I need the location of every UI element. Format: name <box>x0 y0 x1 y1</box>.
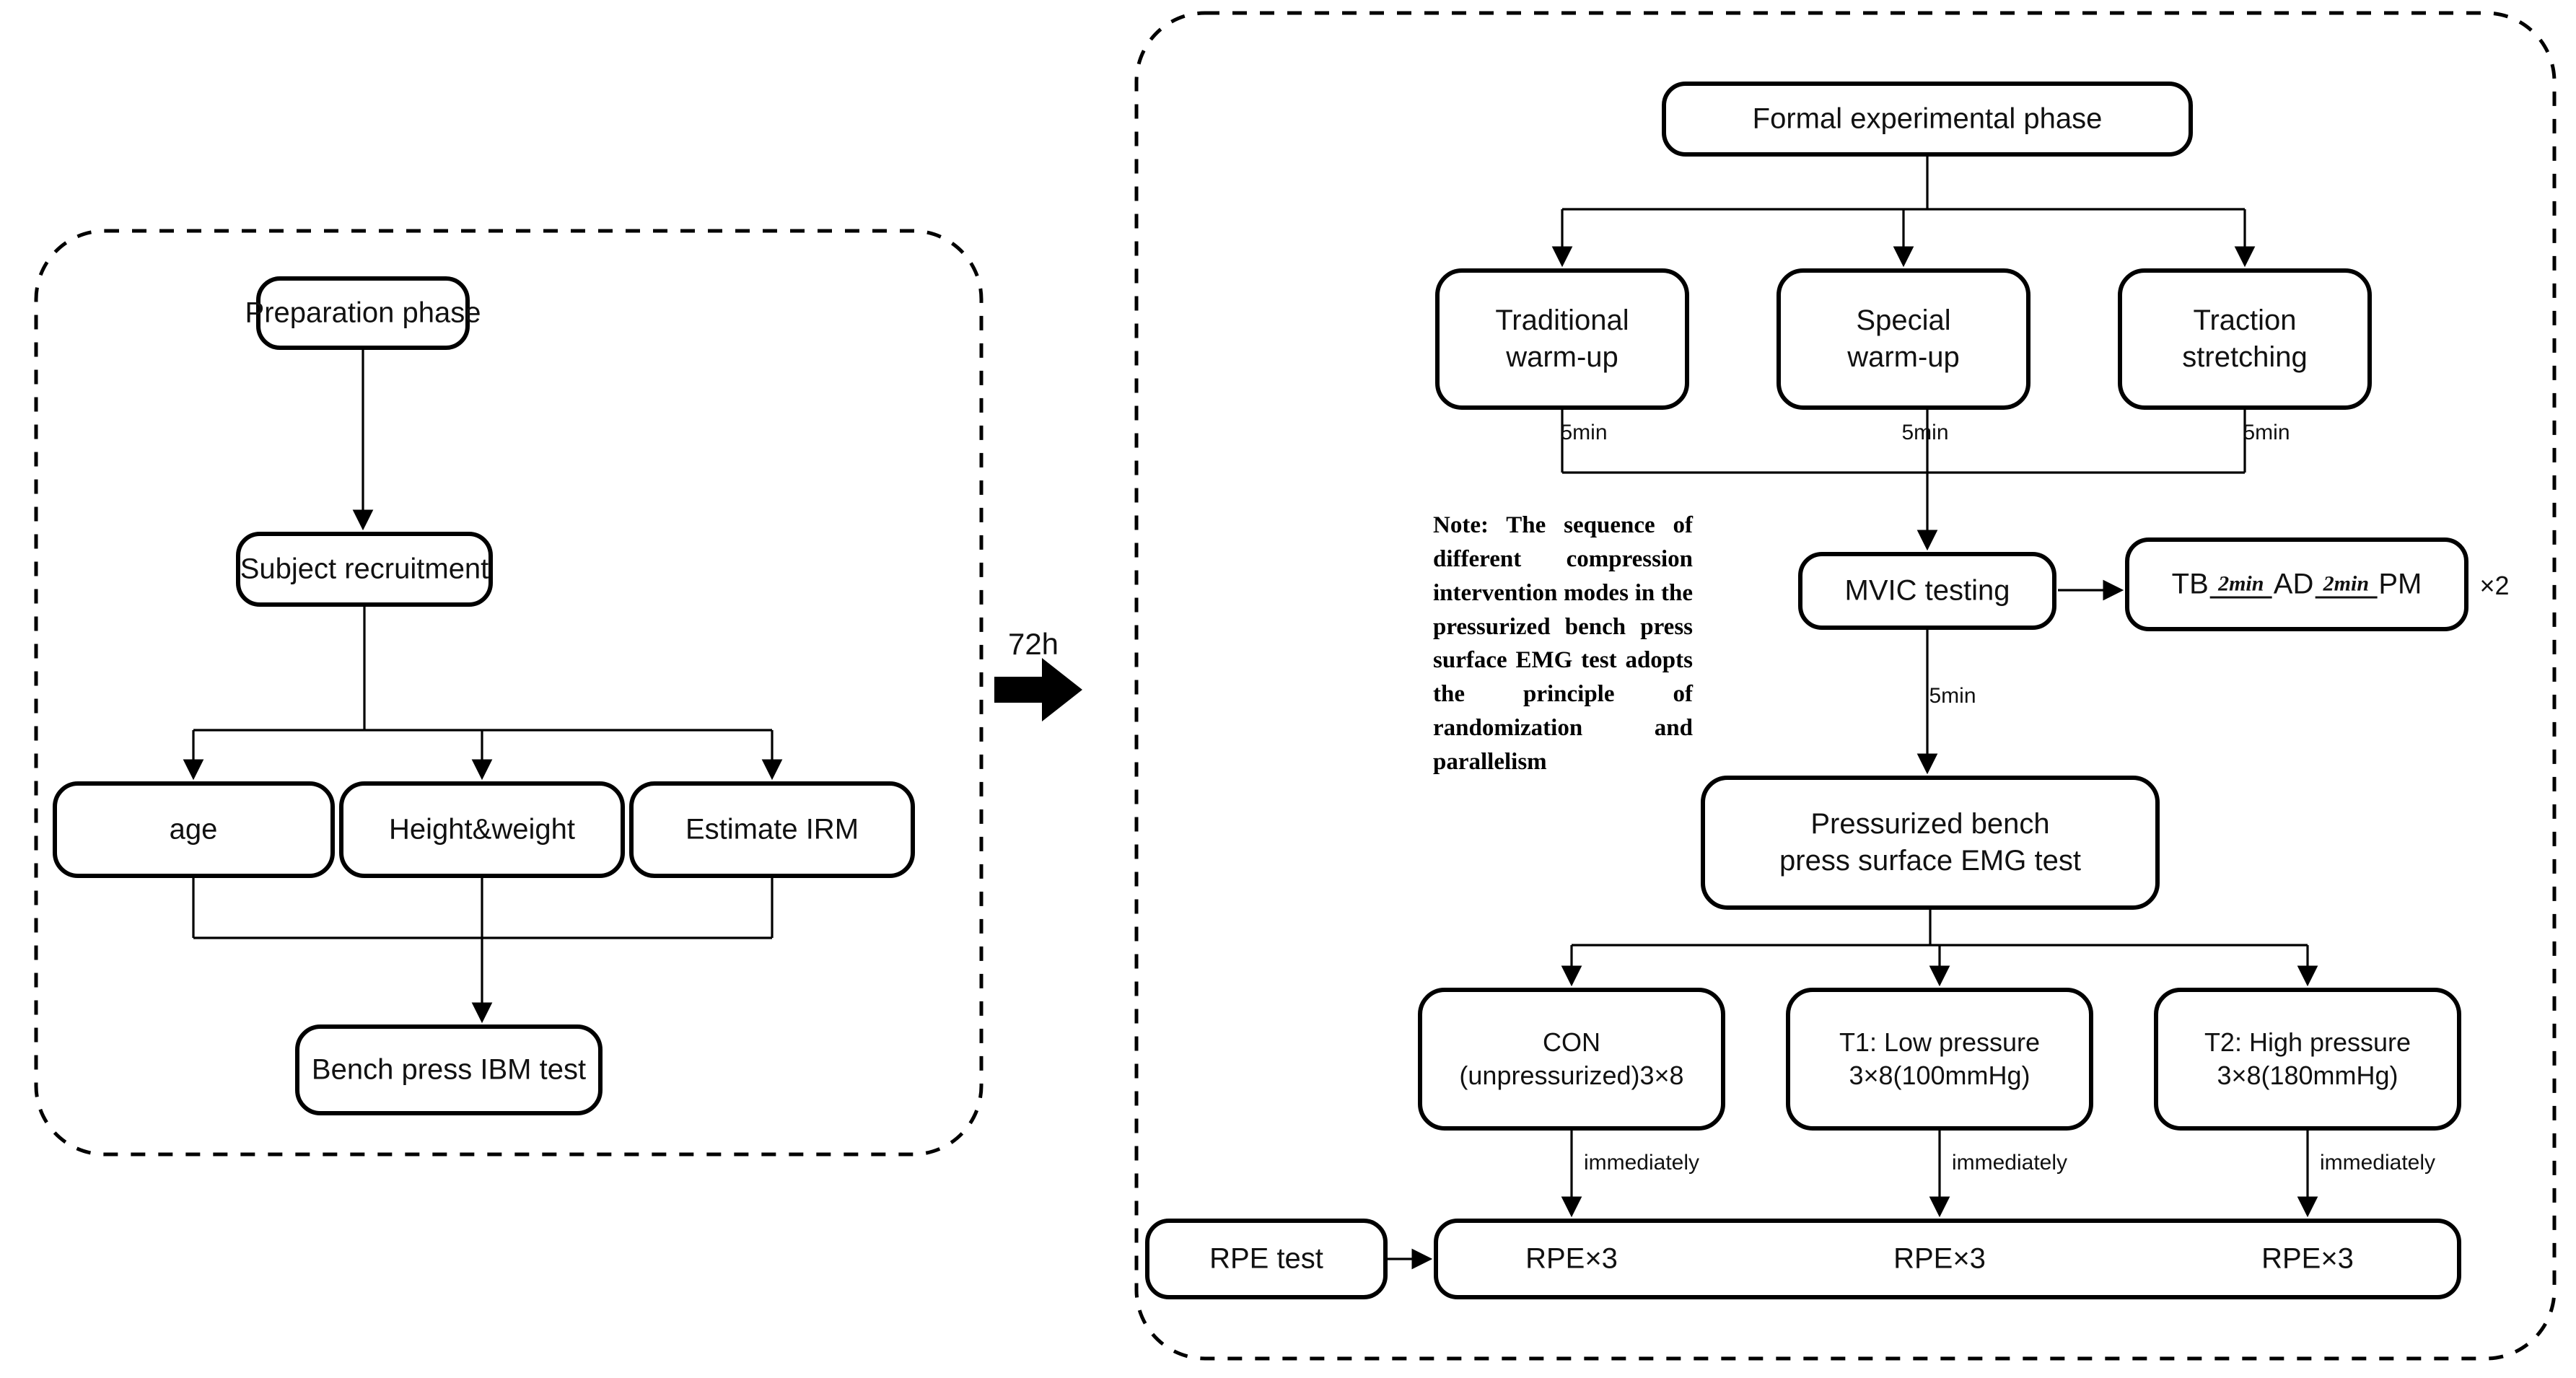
formula-rest-2-bar <box>2315 596 2378 599</box>
label-bench-press-test: Bench press IBM test <box>311 1053 587 1086</box>
label-preparation-phase: Preparation phase <box>245 297 481 329</box>
label-height-weight: Height&weight <box>389 813 575 846</box>
label-mvic-to-emg-time: 5min <box>1929 683 1976 708</box>
formula-rest-2: 2min <box>2315 571 2378 599</box>
label-subject-recruitment: Subject recruitment <box>240 553 489 585</box>
label-estimate-irm: Estimate IRM <box>685 813 859 846</box>
label-rpe-t2: RPE×3 <box>2261 1242 2354 1275</box>
transition-block-arrow <box>994 658 1082 721</box>
label-rpe-test: RPE test <box>1209 1242 1323 1275</box>
formula-muscle-tb: TB <box>2171 568 2209 600</box>
label-formal-phase: Formal experimental phase <box>1752 102 2103 135</box>
node-rpe-row <box>1434 1219 2461 1299</box>
node-special-warmup <box>1777 268 2030 410</box>
label-warmup-traction-time: 5min <box>2243 420 2290 444</box>
label-warmup-traditional-time: 5min <box>1560 420 1608 444</box>
label-72h: 72h <box>1007 627 1059 662</box>
label-t2: T2: High pressure 3×8(180mmHg) <box>2204 1027 2411 1090</box>
label-rpe-t1: RPE×3 <box>1893 1242 1986 1275</box>
label-age: age <box>169 813 218 846</box>
label-emg-test: Pressurized bench press surface EMG test <box>1779 807 2081 877</box>
formula-rest-1-value: 2min <box>2218 571 2264 596</box>
label-warmup-special-time: 5min <box>1901 420 1949 444</box>
formula-rest-1-bar <box>2209 596 2272 599</box>
formula-rest-1: 2min <box>2209 571 2272 599</box>
label-con-immediately: immediately <box>1583 1150 1700 1175</box>
label-con: CON (unpressurized)3×8 <box>1459 1027 1684 1090</box>
right-panel-border <box>1134 11 2557 1361</box>
formula-multiplier: ×2 <box>2479 571 2510 600</box>
node-bench-press-test <box>295 1024 603 1115</box>
label-t1-immediately: immediately <box>1951 1150 2068 1175</box>
node-formula <box>2125 537 2468 631</box>
formula-expression: TB 2min AD 2min PM <box>2172 569 2422 601</box>
left-panel-border <box>34 229 983 1157</box>
label-mvic-testing: MVIC testing <box>1844 574 2010 607</box>
formula-muscle-ad: AD <box>2273 568 2314 600</box>
label-traditional-warmup: Traditional warm-up <box>1495 304 1629 373</box>
label-special-warmup: Special warm-up <box>1847 304 1960 373</box>
label-t2-immediately: immediately <box>2319 1150 2436 1175</box>
label-rpe-con: RPE×3 <box>1525 1242 1618 1275</box>
label-traction-stretching: Traction stretching <box>2182 304 2308 373</box>
formula-rest-2-value: 2min <box>2323 571 2370 596</box>
randomization-note: Note: The sequence of different compress… <box>1433 512 1693 776</box>
label-t1: T1: Low pressure 3×8(100mmHg) <box>1839 1027 2041 1090</box>
formula-muscle-pm: PM <box>2378 568 2422 600</box>
